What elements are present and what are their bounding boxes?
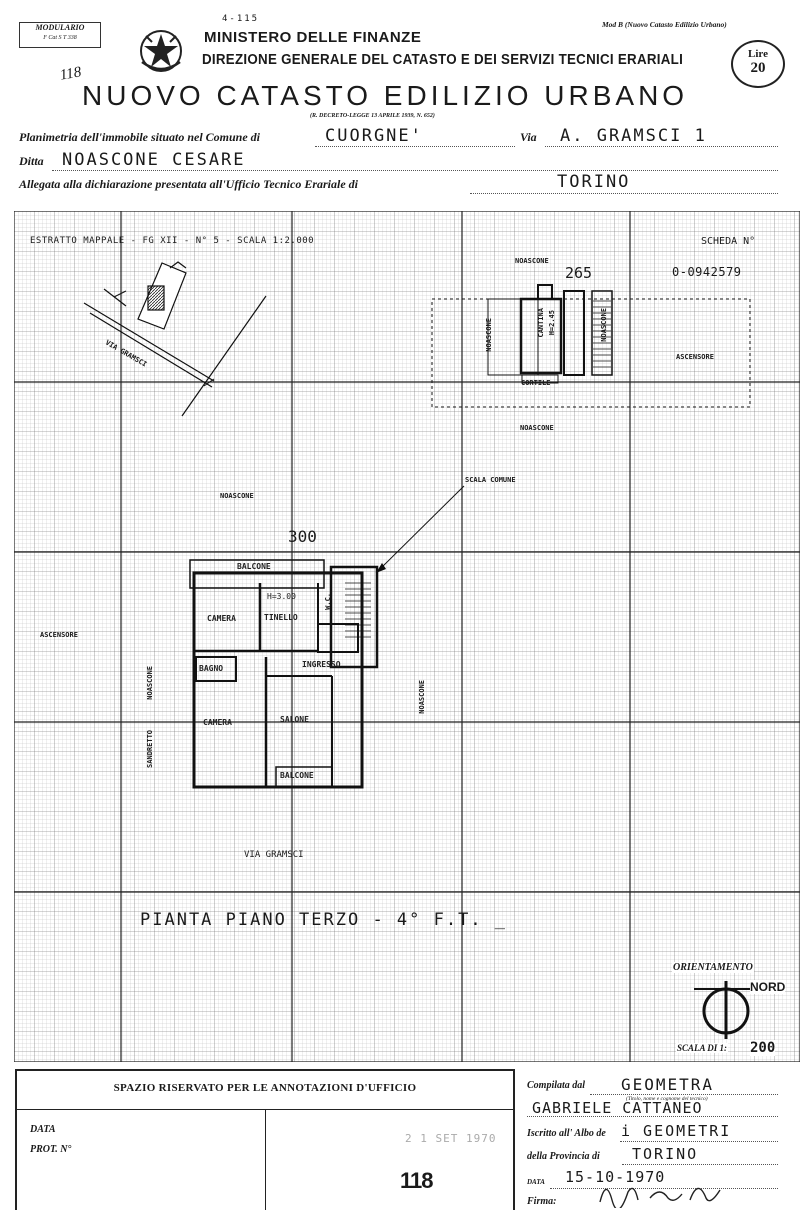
modulario-code: F Cat S T 338 [43, 35, 77, 41]
provincia-value: TORINO [632, 1145, 699, 1163]
modulario-title: MODULARIO [35, 23, 85, 32]
tecnico-name: GABRIELE CATTANEO [532, 1099, 703, 1117]
dim-300: 300 [288, 527, 317, 546]
room-salone: SALONE [280, 715, 309, 724]
allegata-label: Allegata alla dichiarazione presentata a… [19, 177, 358, 191]
planimetria-label: Planimetria dell'immobile situato nel Co… [19, 130, 261, 144]
label-noascone-v3: NOASCONE [146, 666, 154, 700]
room-tinello: TINELLO [264, 613, 298, 622]
main-title: NUOVO CATASTO EDILIZIO URBANO [82, 80, 689, 111]
iscritto-label: Iscritto all' Albo de [527, 1128, 606, 1139]
label-noascone-v4: NOASCONE [418, 680, 426, 714]
scheda-number: 0-0942579 [672, 265, 742, 279]
data-compil-label: DATA [527, 1178, 545, 1186]
modulario-box: MODULARIO F Cat S T 338 [19, 22, 101, 48]
nord-label: NORD [750, 980, 786, 994]
room-ingresso: INGRESSO [302, 660, 341, 669]
stamp-number: 118 [400, 1168, 433, 1193]
room-balcone-bottom: BALCONE [280, 771, 314, 780]
label-via-gramsci-bottom: VIA GRAMSCI [244, 850, 304, 860]
label-noascone-top: NOASCONE [515, 257, 549, 265]
scala-value: 200 [750, 1040, 776, 1056]
decree-ref: (R. DECRETO-LEGGE 13 APRILE 1939, N. 652… [310, 113, 435, 119]
firma-label: Firma: [527, 1196, 557, 1207]
ditta-value: NOASCONE CESARE [62, 150, 246, 170]
provincia-label: della Provincia di [527, 1151, 600, 1162]
label-cantina-h: H=2.45 [548, 310, 556, 336]
room-camera-1: CAMERA [207, 614, 236, 623]
handwritten-number: 118 [58, 64, 83, 84]
footer-vertical-divider [265, 1109, 266, 1210]
prot-label: PROT. N° [30, 1144, 72, 1155]
handwritten-top: 4-115 [222, 14, 260, 24]
label-noascone-left: NOASCONE [220, 492, 254, 500]
label-ascensore-top: ASCENSORE [676, 353, 714, 361]
faded-stamp: 2 1 SET 1970 [405, 1132, 497, 1145]
room-bagno: BAGNO [199, 664, 224, 673]
form-model: Mod B (Nuovo Catasto Edilizio Urbano) [602, 20, 727, 29]
via-label: Via [520, 130, 537, 144]
label-noascone-mid: NOASCONE [520, 424, 554, 432]
spazio-title: SPAZIO RISERVATO PER LE ANNOTAZIONI D'UF… [113, 1082, 417, 1094]
tax-stamp-value: 20 [750, 60, 766, 76]
room-camera-2: CAMERA [203, 718, 232, 727]
label-sandretto: SANDRETTO [146, 730, 154, 768]
via-value: A. GRAMSCI 1 [560, 126, 707, 146]
tax-stamp-label: Lire [748, 48, 768, 60]
room-balcone-top: BALCONE [237, 562, 271, 571]
grid-drawing [14, 211, 800, 1062]
ditta-label: Ditta [19, 154, 44, 168]
compilata-label: Compilata dal [527, 1080, 586, 1091]
label-noascone-v1: NOASCONE [485, 318, 493, 352]
scheda-label: SCHEDA N° [701, 236, 756, 247]
ufficio-value: TORINO [557, 172, 631, 192]
footer-box [15, 1069, 515, 1210]
label-cortile: CORTILE [521, 379, 551, 387]
label-noascone-v2: NOASCONE [600, 308, 608, 342]
titolo-note: (Titolo, nome e cognome del tecnico) [626, 1096, 708, 1102]
ministry-name: MINISTERO DELLE FINANZE [204, 29, 422, 46]
label-ascensore-left: ASCENSORE [40, 631, 78, 639]
scala-label: SCALA DI 1: [676, 1043, 729, 1053]
direction-name: DIREZIONE GENERALE DEL CATASTO E DEI SER… [202, 52, 684, 68]
orientamento-label: ORIENTAMENTO [672, 962, 754, 973]
pianta-title: PIANTA PIANO TERZO - 4° F.T. _ [140, 910, 508, 930]
tax-stamp: Lire 20 [731, 40, 785, 88]
label-scala-comune: SCALA COMUNE [465, 476, 516, 484]
data-compil-value: 15-10-1970 [565, 1168, 666, 1186]
room-height: H=3.00 [267, 592, 296, 601]
label-cantina: CANTINA [537, 308, 545, 338]
estratto-mappale: ESTRATTO MAPPALE - FG XII - N° 5 - SCALA… [30, 236, 315, 246]
room-wc: W.C. [324, 593, 332, 610]
signature [599, 1187, 721, 1208]
dim-265: 265 [565, 264, 593, 282]
compilata-value: GEOMETRA [621, 1075, 715, 1094]
comune-value: CUORGNE' [325, 126, 423, 146]
iscritto-value: i GEOMETRI [621, 1122, 732, 1140]
data-label: DATA [30, 1124, 56, 1135]
italian-emblem-icon [140, 30, 182, 72]
